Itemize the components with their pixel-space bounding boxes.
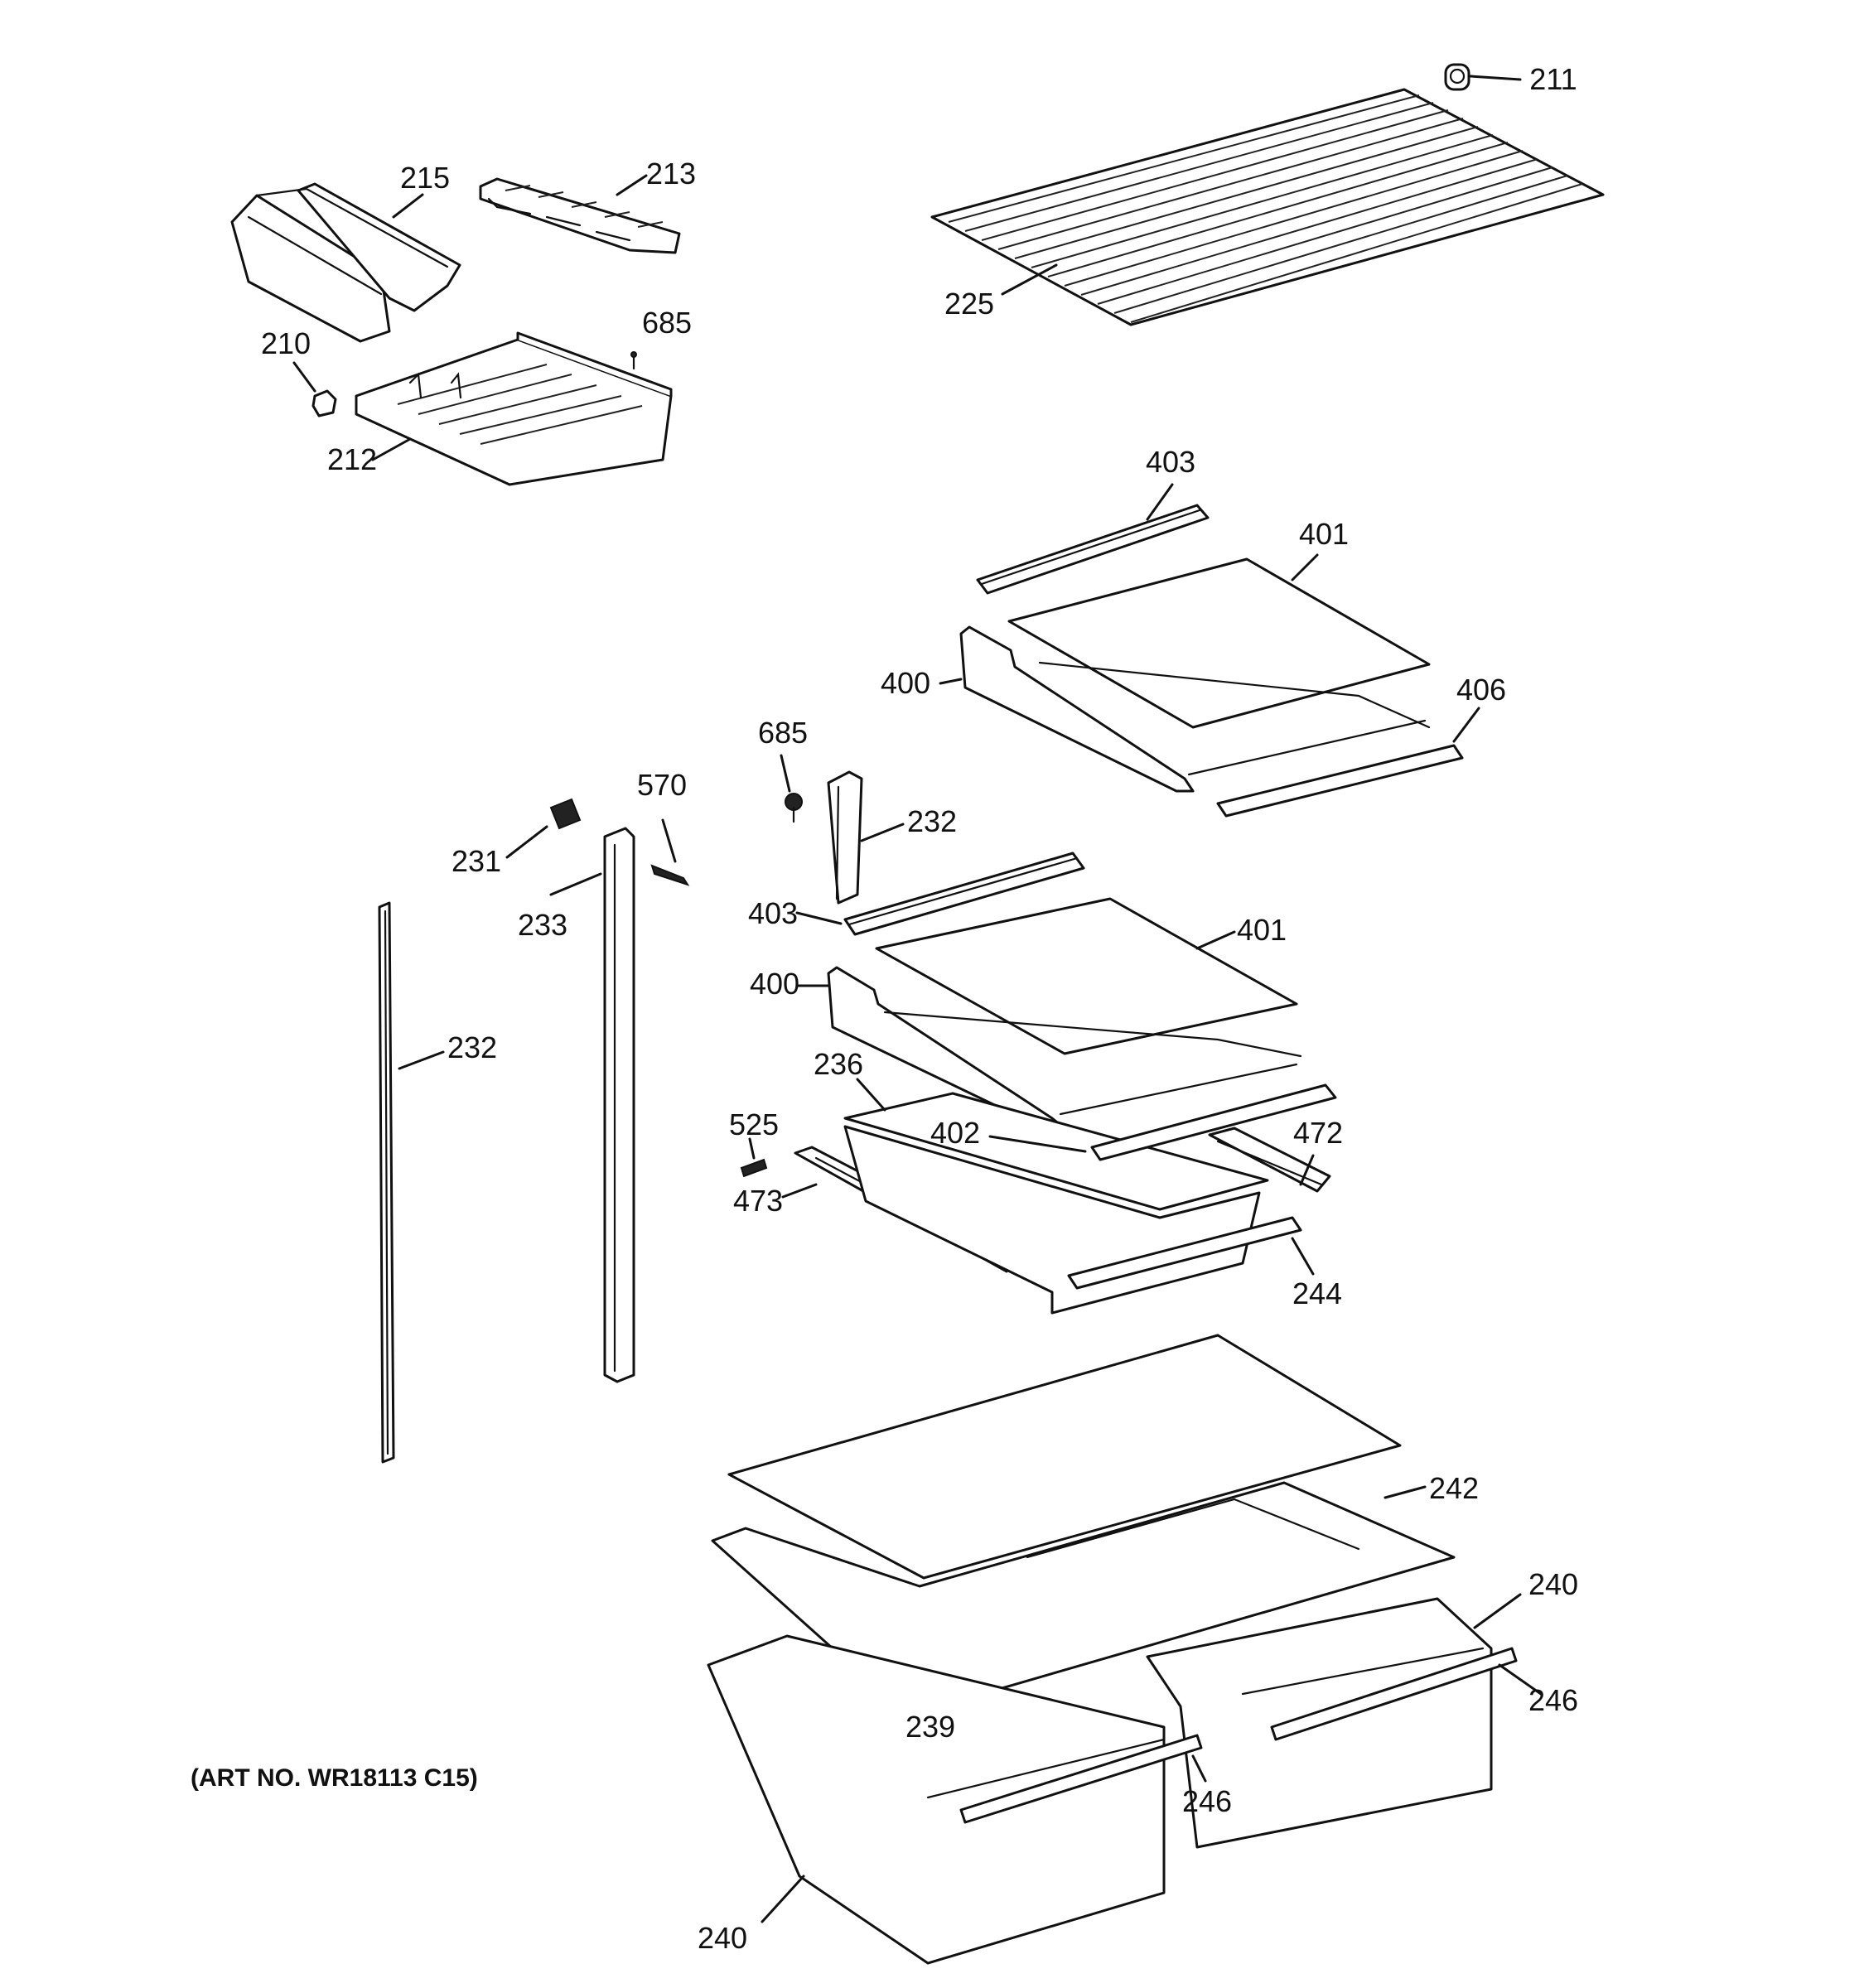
part-570-screw	[650, 818, 690, 886]
part-472-rail-right	[1208, 1127, 1331, 1193]
callout-210: 210	[260, 326, 311, 360]
callout-232-left: 232	[447, 1030, 498, 1064]
part-231-clip	[505, 798, 582, 859]
callout-211: 211	[1529, 62, 1577, 96]
callout-403-top: 403	[1145, 445, 1196, 479]
callout-401-mid: 401	[1236, 913, 1287, 947]
callout-231: 231	[451, 844, 502, 878]
part-232-bracket-left	[378, 901, 445, 1464]
part-225-wire-shelf	[930, 88, 1605, 326]
callout-525: 525	[728, 1107, 780, 1141]
part-211-shelf-stop	[1444, 63, 1522, 91]
part-242-glass-cover	[711, 1334, 1456, 1698]
callout-400-mid: 400	[749, 967, 800, 1001]
part-232-bracket-short	[827, 770, 905, 905]
art-number-note: (ART NO. WR18113 C15)	[191, 1764, 478, 1792]
part-233-bracket-long	[549, 827, 635, 1383]
callout-400-top: 400	[880, 666, 931, 700]
callout-240-left: 240	[697, 1921, 748, 1955]
callout-685-mid: 685	[757, 716, 809, 750]
callout-225: 225	[944, 287, 995, 321]
part-400-frame-upper	[939, 625, 1431, 793]
part-685-screw-top	[630, 351, 637, 370]
callout-244: 244	[1292, 1276, 1343, 1310]
callout-240-right: 240	[1528, 1567, 1579, 1601]
part-210-pin	[292, 361, 337, 417]
callout-246-left: 246	[1181, 1784, 1233, 1818]
part-401-glass-upper	[1007, 553, 1431, 729]
callout-685-top: 685	[641, 306, 693, 340]
part-403-trim-mid	[795, 852, 1085, 936]
callout-570: 570	[636, 768, 688, 802]
callout-401-top: 401	[1298, 517, 1350, 551]
callout-212: 212	[326, 442, 378, 476]
part-525-screw	[740, 1137, 768, 1178]
part-246-handle-right	[1270, 1647, 1543, 1741]
callout-473: 473	[732, 1184, 784, 1218]
callout-232-mid: 232	[906, 804, 958, 838]
callout-246-right: 246	[1528, 1683, 1579, 1717]
part-244-handle	[1067, 1216, 1315, 1290]
callout-233: 233	[517, 908, 568, 942]
callout-472: 472	[1292, 1116, 1344, 1150]
callout-213: 213	[645, 157, 697, 191]
callout-403-mid: 403	[747, 896, 799, 930]
part-213-egg-tray	[479, 174, 681, 254]
part-236-pan-cover	[843, 1078, 1269, 1211]
callout-406: 406	[1456, 673, 1507, 707]
part-685-screw-mid	[780, 754, 803, 823]
part-401-glass-mid	[875, 897, 1298, 1055]
part-402-trim	[988, 1083, 1337, 1161]
callout-236: 236	[813, 1047, 864, 1081]
part-406-rear-trim	[1216, 707, 1480, 818]
part-403-trim-upper	[976, 483, 1210, 595]
part-212-freezer-shelf	[355, 331, 673, 486]
part-215-dairy-bin	[230, 182, 461, 343]
part-246-handle-left	[959, 1734, 1207, 1824]
callout-242: 242	[1428, 1471, 1480, 1505]
part-400-frame-mid	[795, 966, 1302, 1132]
callout-215: 215	[399, 161, 451, 195]
callout-402: 402	[930, 1116, 981, 1150]
part-240-drawer-left	[707, 1634, 1166, 1965]
callout-239: 239	[905, 1710, 956, 1744]
